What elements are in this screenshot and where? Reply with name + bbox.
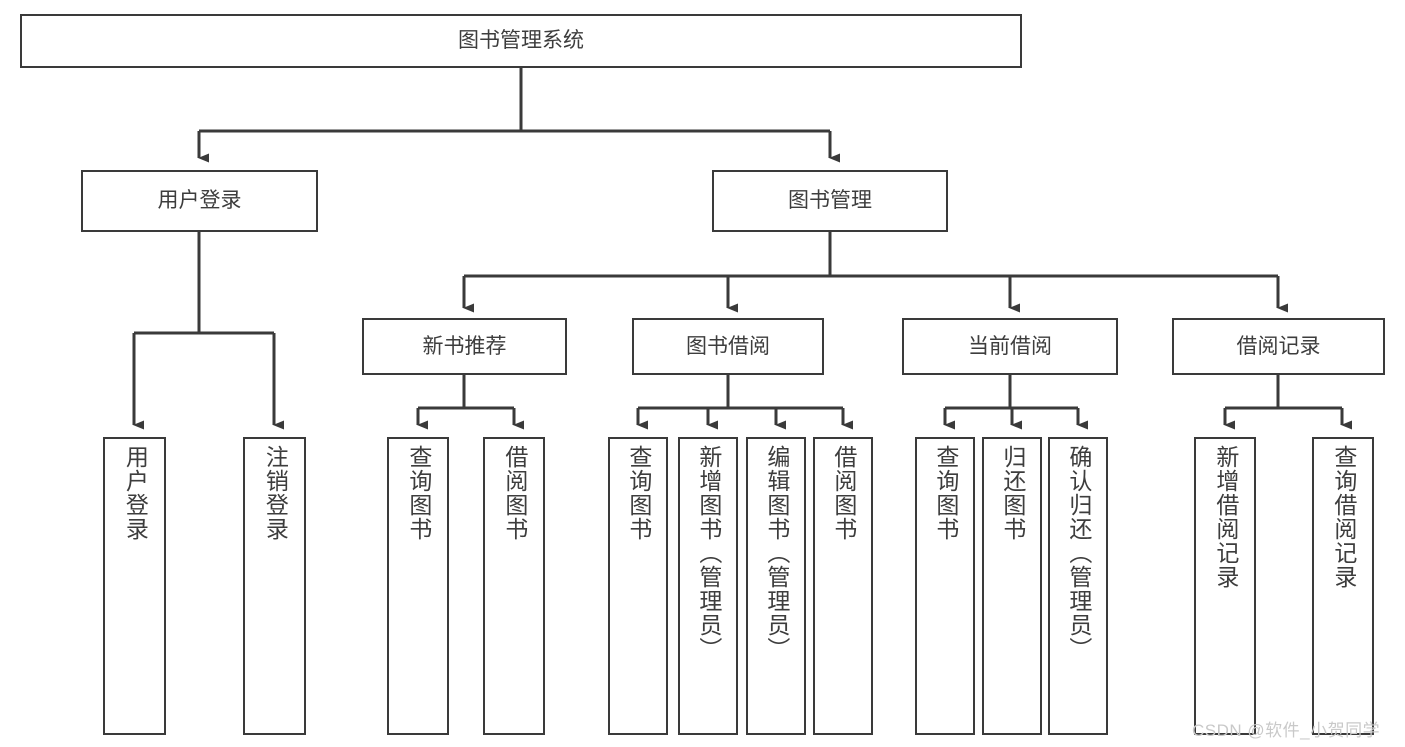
node-leaf-edit-book-admin[interactable]: 编辑图书（管理员） bbox=[746, 437, 806, 735]
node-leaf-query-book-1[interactable]: 查询图书 bbox=[387, 437, 449, 735]
node-leaf-query-book-1-label: 查询图书 bbox=[405, 445, 432, 541]
node-leaf-borrow-book-1[interactable]: 借阅图书 bbox=[483, 437, 545, 735]
node-leaf-return-book[interactable]: 归还图书 bbox=[982, 437, 1042, 735]
node-leaf-add-borrow-record[interactable]: 新增借阅记录 bbox=[1194, 437, 1256, 735]
node-book-borrow-label: 图书借阅 bbox=[686, 334, 770, 358]
node-leaf-query-book-3[interactable]: 查询图书 bbox=[915, 437, 975, 735]
node-leaf-add-book-admin[interactable]: 新增图书（管理员） bbox=[678, 437, 738, 735]
node-borrow-record-label: 借阅记录 bbox=[1236, 334, 1321, 358]
node-new-book-recommend[interactable]: 新书推荐 bbox=[362, 318, 567, 375]
node-leaf-query-borrow-record-label: 查询借阅记录 bbox=[1330, 445, 1357, 589]
node-leaf-logout[interactable]: 注销登录 bbox=[243, 437, 306, 735]
node-leaf-add-book-admin-label: 新增图书（管理员） bbox=[695, 445, 722, 661]
node-current-borrow[interactable]: 当前借阅 bbox=[902, 318, 1118, 375]
node-root[interactable]: 图书管理系统 bbox=[20, 14, 1022, 68]
node-leaf-confirm-return-admin-label: 确认归还（管理员） bbox=[1065, 445, 1092, 661]
node-user-login-label: 用户登录 bbox=[157, 189, 242, 213]
node-new-book-recommend-label: 新书推荐 bbox=[422, 334, 507, 358]
node-current-borrow-label: 当前借阅 bbox=[968, 334, 1052, 358]
node-book-management[interactable]: 图书管理 bbox=[712, 170, 948, 232]
node-book-management-label: 图书管理 bbox=[788, 189, 872, 213]
node-borrow-record[interactable]: 借阅记录 bbox=[1172, 318, 1385, 375]
node-leaf-query-book-3-label: 查询图书 bbox=[932, 445, 959, 541]
node-leaf-user-login-label: 用户登录 bbox=[122, 445, 149, 541]
node-leaf-borrow-book-2[interactable]: 借阅图书 bbox=[813, 437, 873, 735]
node-leaf-query-borrow-record[interactable]: 查询借阅记录 bbox=[1312, 437, 1374, 735]
node-leaf-return-book-label: 归还图书 bbox=[999, 445, 1026, 541]
node-leaf-borrow-book-1-label: 借阅图书 bbox=[501, 445, 528, 541]
node-leaf-query-book-2-label: 查询图书 bbox=[625, 445, 652, 541]
node-leaf-confirm-return-admin[interactable]: 确认归还（管理员） bbox=[1048, 437, 1108, 735]
node-leaf-add-borrow-record-label: 新增借阅记录 bbox=[1212, 445, 1239, 589]
node-leaf-borrow-book-2-label: 借阅图书 bbox=[830, 445, 857, 541]
node-leaf-edit-book-admin-label: 编辑图书（管理员） bbox=[763, 445, 790, 661]
node-user-login[interactable]: 用户登录 bbox=[81, 170, 318, 232]
node-leaf-user-login[interactable]: 用户登录 bbox=[103, 437, 166, 735]
node-leaf-logout-label: 注销登录 bbox=[262, 445, 289, 541]
node-book-borrow[interactable]: 图书借阅 bbox=[632, 318, 824, 375]
csdn-watermark: CSDN @软件_小贺同学 bbox=[1192, 721, 1381, 740]
node-leaf-query-book-2[interactable]: 查询图书 bbox=[608, 437, 668, 735]
node-root-label: 图书管理系统 bbox=[458, 29, 584, 53]
